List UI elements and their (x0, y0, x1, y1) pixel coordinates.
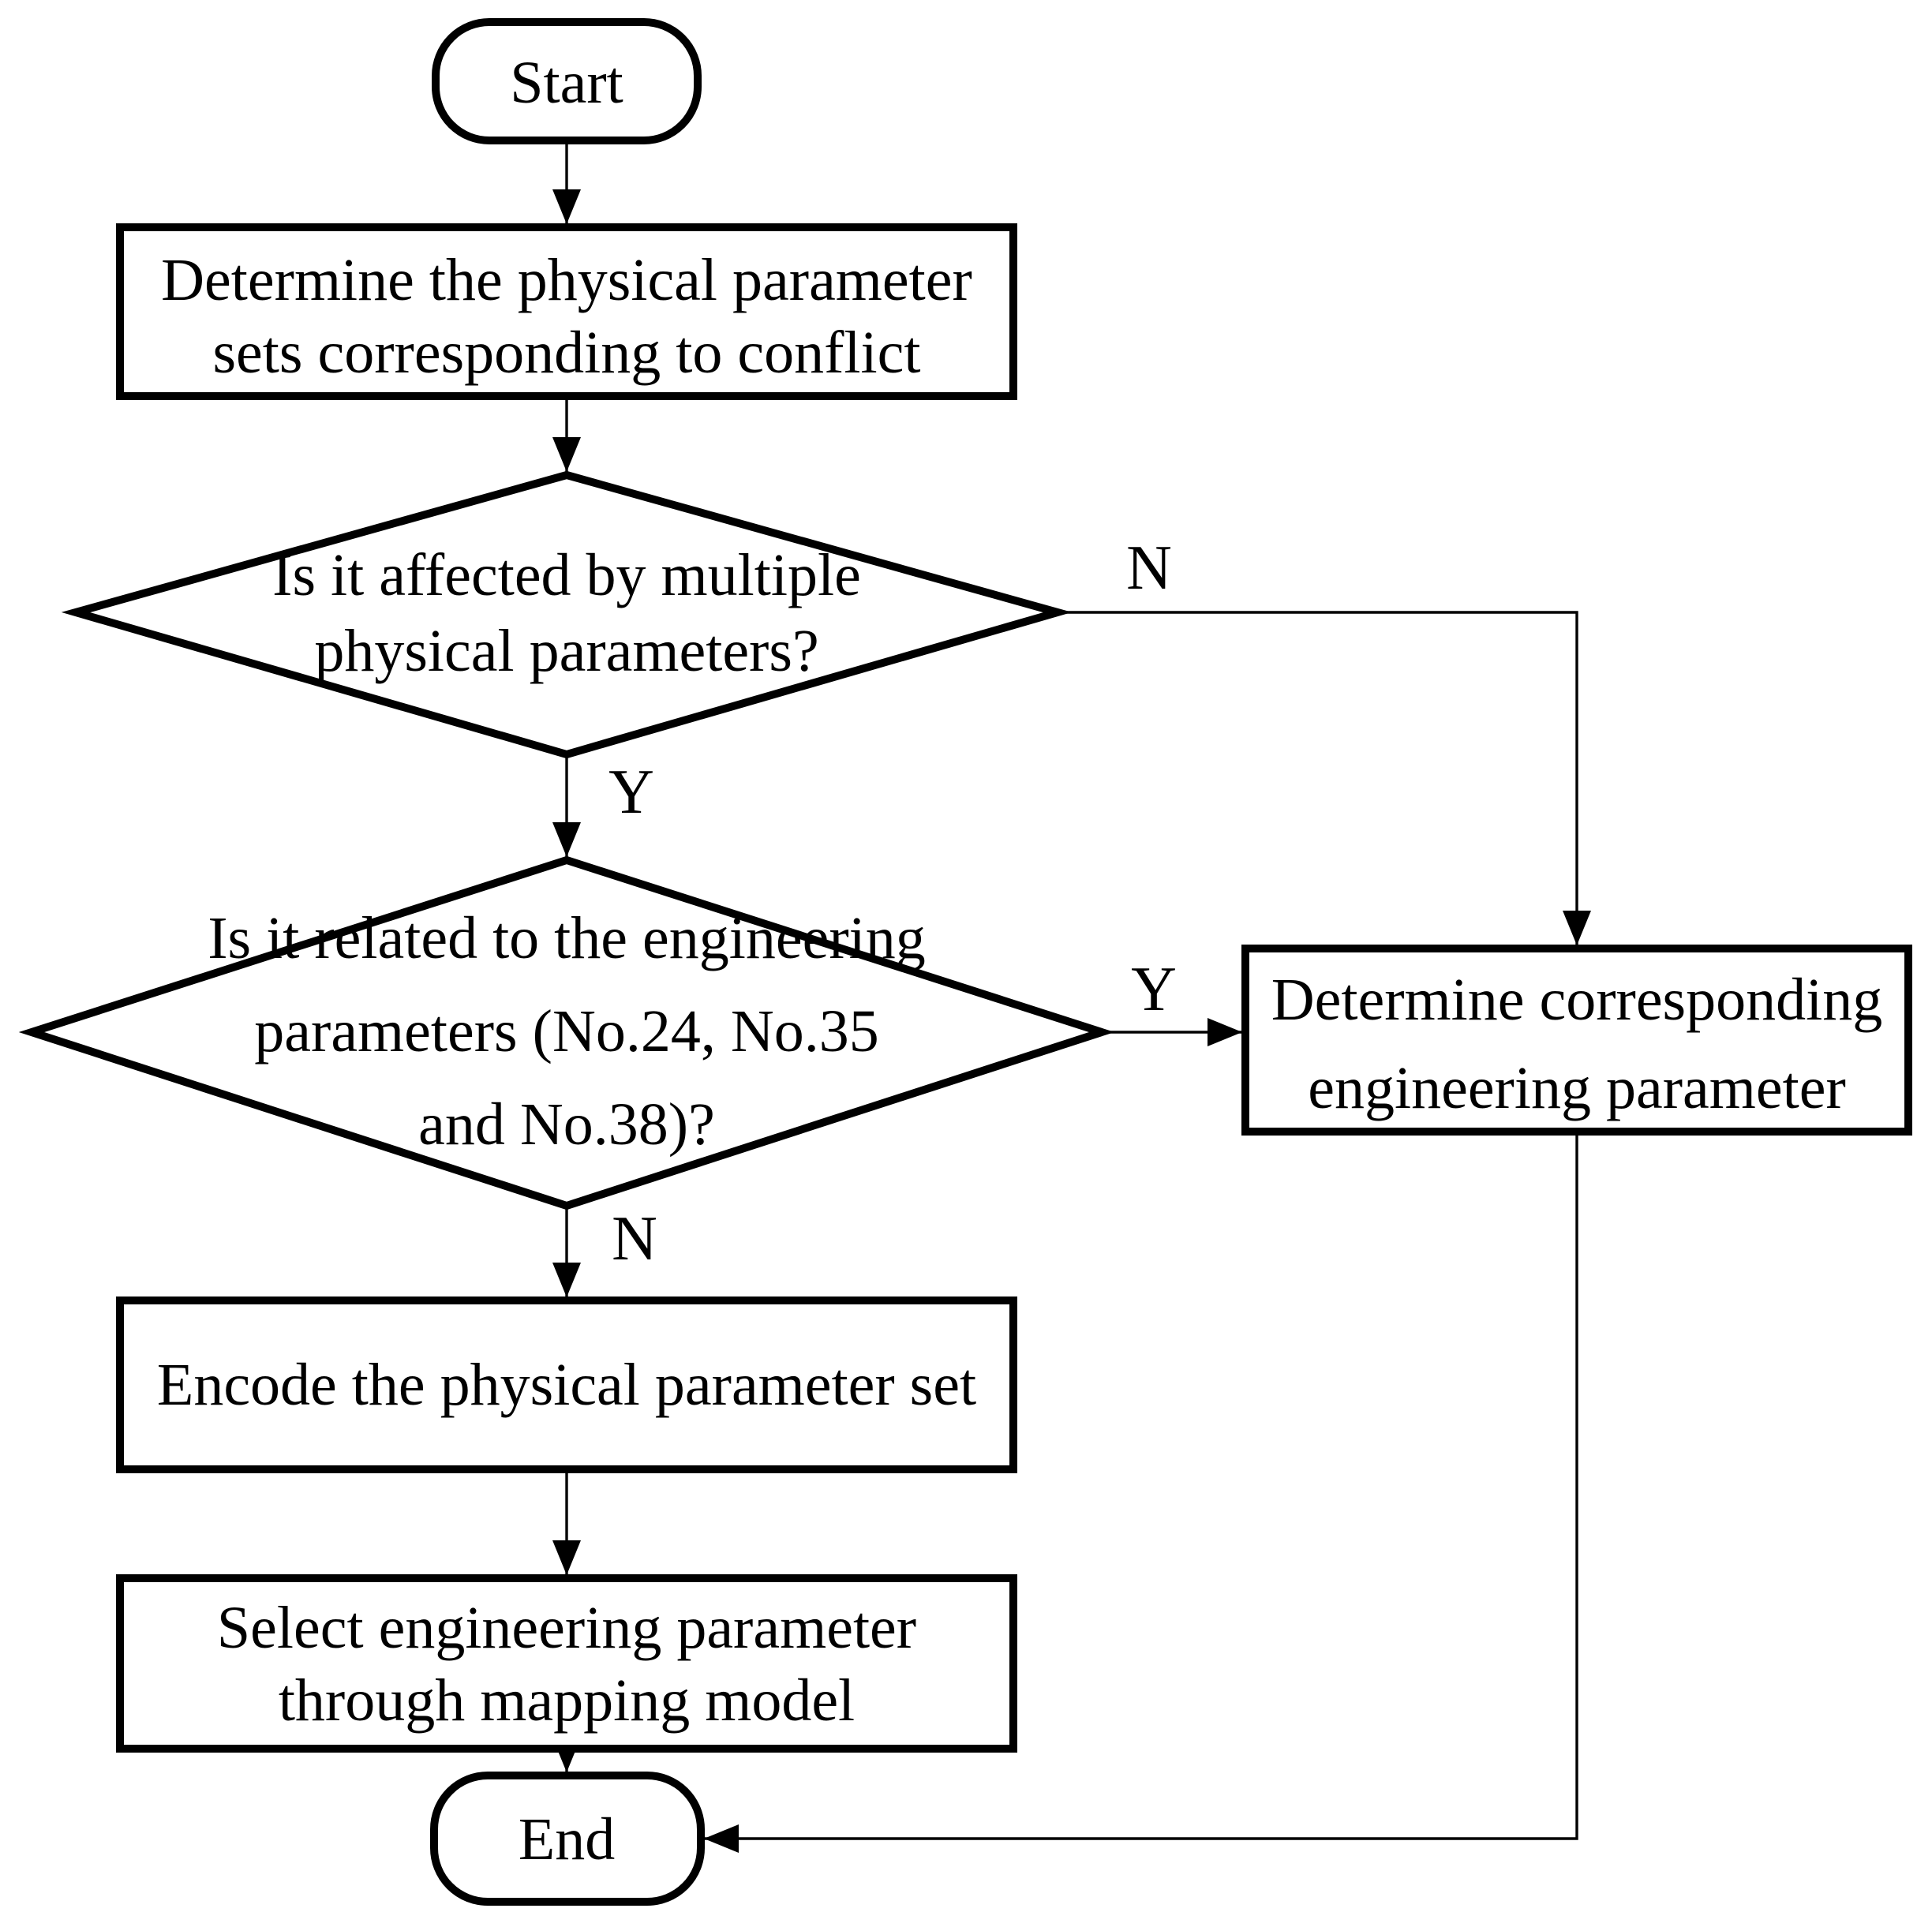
select-engineering-param-node: Select engineering parameter through map… (116, 1574, 1017, 1753)
decision-multiple-params-shape (61, 470, 1073, 759)
end-node-label: End (519, 1806, 615, 1873)
decision-multiple-params-node: Is it affected by multiple physical para… (61, 470, 1073, 759)
determine-engineering-param-shape (1241, 945, 1912, 1136)
end-node-shape (430, 1772, 705, 1906)
select-engineering-param-line1: Select engineering parameter (217, 1595, 916, 1661)
determine-physical-sets-shape (116, 223, 1017, 400)
decision-related-engineering-line1: Is it related to the engineering (208, 905, 926, 971)
end-node: End (430, 1772, 705, 1906)
determine-engineering-param-node: Determine corresponding engineering para… (1241, 945, 1912, 1136)
determine-physical-sets-node: Determine the physical parameter sets co… (116, 223, 1017, 400)
determine-engineering-param-line1: Determine corresponding (1271, 967, 1883, 1033)
decision-related-engineering-node: Is it related to the engineering paramet… (18, 855, 1115, 1210)
decision-related-engineering-line2: parameters (No.24, No.35 (254, 998, 878, 1065)
start-node-shape (432, 18, 702, 144)
determine-engineering-param-line2: engineering parameter (1308, 1055, 1846, 1121)
decision-multiple-params-line2: physical parameters? (314, 618, 818, 684)
encode-physical-set-node: Encode the physical parameter set (116, 1297, 1017, 1473)
edge-determine-engineering-to-end (704, 1132, 1578, 1853)
edge-label-decision1-yes: Y (608, 758, 654, 827)
decision-multiple-params-line1: Is it affected by multiple (272, 542, 861, 608)
determine-physical-sets-line2: sets corresponding to conflict (212, 320, 920, 386)
decision-related-engineering-shape (18, 855, 1115, 1210)
edge-label-decision2-yes: Y (1131, 955, 1177, 1024)
start-node: Start (432, 18, 702, 144)
encode-physical-set-shape (116, 1297, 1017, 1473)
select-engineering-param-line2: through mapping model (279, 1667, 855, 1734)
determine-physical-sets-line1: Determine the physical parameter (161, 247, 972, 313)
start-node-label: Start (510, 50, 623, 116)
edge-label-decision1-no: N (1126, 533, 1172, 603)
select-engineering-param-shape (116, 1574, 1017, 1753)
encode-physical-set-line1: Encode the physical parameter set (157, 1352, 976, 1418)
decision-related-engineering-line3: and No.38)? (418, 1091, 715, 1158)
edge-label-decision2-no: N (612, 1204, 657, 1274)
edge-decision1-no-to-determine-engineering (1058, 611, 1591, 945)
